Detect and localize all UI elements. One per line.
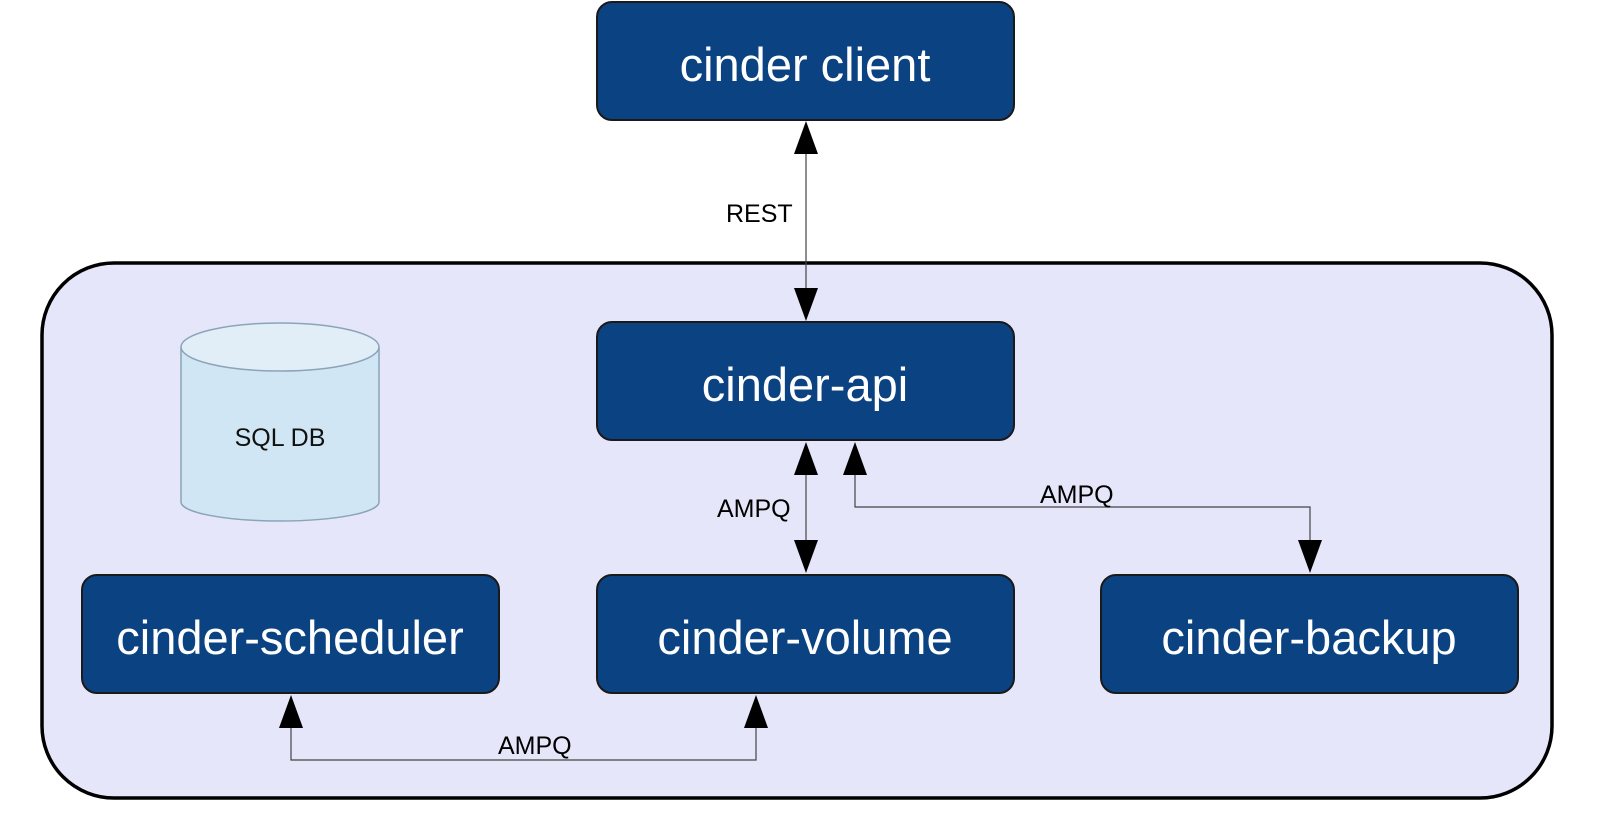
api-backup-label: AMPQ [1040,481,1114,509]
node-cinder-backup-box [1100,574,1519,694]
sql-db-body [180,347,380,522]
api-volume-label: AMPQ [717,495,791,523]
scheduler-volume-label: AMPQ [498,732,572,760]
node-cinder-volume-label: cinder-volume [657,611,952,664]
node-cinder-api-label: cinder-api [702,358,908,411]
rest-arrow-down [794,288,818,321]
scheduler-volume-connector [290,723,757,761]
rest-arrow-up [794,121,818,154]
node-cinder-backup[interactable]: cinder-backup [1100,574,1519,694]
node-cinder-backup-label: cinder-backup [1161,611,1456,664]
node-cinder-scheduler-label: cinder-scheduler [116,611,463,664]
api-backup-arrow-down [1298,540,1322,573]
node-cinder-client[interactable]: cinder client [596,1,1015,121]
node-cinder-scheduler[interactable]: cinder-scheduler [81,574,500,694]
rest-label: REST [726,200,793,228]
node-cinder-client-box [596,1,1015,121]
node-cinder-client-label: cinder client [680,38,931,91]
scheduler-volume-arrow-left [279,695,303,728]
sql-db-label: SQL DB [235,424,326,452]
node-cinder-volume[interactable]: cinder-volume [596,574,1015,694]
node-cinder-scheduler-box [81,574,500,694]
api-volume-arrow-up [794,442,818,475]
scheduler-volume-arrow-right [744,695,768,728]
node-cinder-volume-box [596,574,1015,694]
node-cinder-api[interactable]: cinder-api [596,321,1015,441]
sql-db-top [180,322,380,372]
sql-db-cylinder: SQL DB [180,322,380,522]
api-volume-arrow-down [794,540,818,573]
api-backup-connector [854,466,1311,548]
node-cinder-api-box [596,321,1015,441]
api-backup-arrow-up [843,442,867,475]
